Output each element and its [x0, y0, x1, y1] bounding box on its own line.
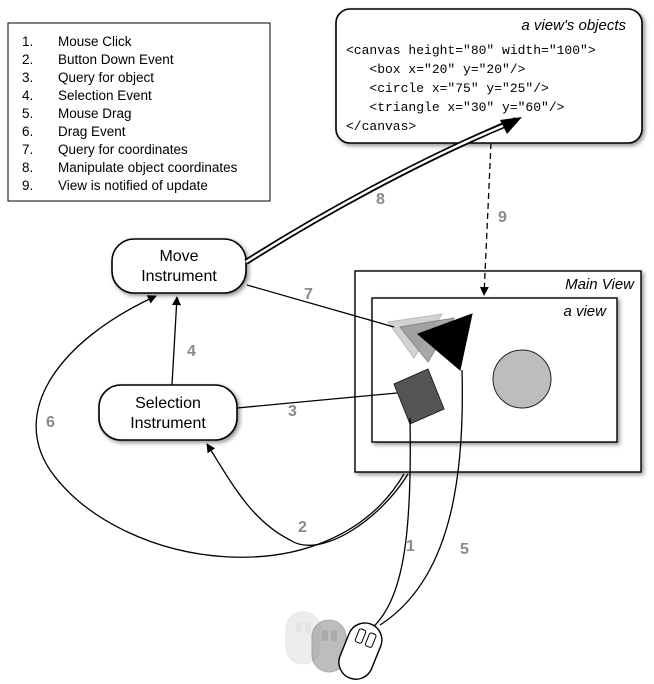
step-label-3: 3 — [288, 403, 297, 420]
legend-label: Mouse Drag — [58, 106, 132, 121]
triangle-shape[interactable] — [417, 313, 473, 371]
objects-panel-title: a view's objects — [521, 17, 626, 34]
legend-label: Mouse Click — [58, 34, 132, 49]
legend-num: 3. — [22, 70, 33, 85]
move-instrument[interactable]: Move Instrument — [111, 238, 247, 294]
step-label-1: 1 — [406, 538, 415, 555]
legend-num: 9. — [22, 178, 33, 193]
legend-item: 8. Manipulate object coordinates — [22, 160, 238, 175]
move-instrument-label: Move — [159, 248, 198, 265]
code-line: <circle x="75" y="25"/> — [346, 81, 549, 96]
legend: 1. Mouse Click 2. Button Down Event 3. Q… — [7, 22, 271, 202]
legend-item: 4. Selection Event — [22, 88, 152, 103]
main-view: Main View a view — [354, 270, 642, 473]
move-instrument-label: Instrument — [141, 268, 217, 285]
legend-item: 2. Button Down Event — [22, 52, 174, 67]
box-shape[interactable] — [393, 368, 445, 425]
line-1 — [369, 417, 411, 631]
legend-label: Query for coordinates — [58, 142, 188, 157]
legend-num: 1. — [22, 34, 33, 49]
legend-label: Button Down Event — [58, 52, 174, 67]
selection-instrument-label: Instrument — [130, 415, 206, 432]
main-view-title: Main View — [565, 276, 635, 293]
legend-num: 7. — [22, 142, 33, 157]
legend-num: 6. — [22, 124, 33, 139]
legend-item: 9. View is notified of update — [22, 178, 208, 193]
legend-label: Manipulate object coordinates — [58, 160, 238, 175]
legend-num: 5. — [22, 106, 33, 121]
line-3 — [236, 392, 398, 409]
arrow-2 — [206, 443, 409, 546]
inner-view-title: a view — [563, 303, 607, 320]
step-label-6: 6 — [46, 414, 55, 431]
legend-num: 8. — [22, 160, 33, 175]
line-5 — [379, 369, 463, 626]
legend-item: 3. Query for object — [22, 70, 154, 85]
code-line: <triangle x="30" y="60"/> — [346, 100, 565, 115]
circle-shape[interactable] — [492, 349, 552, 409]
step-label-8: 8 — [376, 191, 385, 208]
code-line: <canvas height="80" width="100"> — [346, 43, 596, 58]
selection-instrument-label: Selection — [135, 395, 201, 412]
legend-num: 4. — [22, 88, 33, 103]
code-line: <box x="20" y="20"/> — [346, 62, 526, 77]
objects-panel: a view's objects <canvas height="80" wid… — [335, 8, 643, 144]
line-7 — [246, 284, 395, 328]
legend-item: 6. Drag Event — [22, 124, 126, 139]
legend-item: 5. Mouse Drag — [22, 106, 132, 121]
arrow-4 — [171, 296, 182, 386]
selection-instrument[interactable]: Selection Instrument — [98, 384, 238, 441]
legend-label: Selection Event — [58, 88, 152, 103]
legend-label: Drag Event — [58, 124, 126, 139]
step-label-2: 2 — [298, 519, 307, 536]
arrow-9 — [479, 142, 492, 296]
step-label-9: 9 — [498, 209, 507, 226]
legend-num: 2. — [22, 52, 33, 67]
step-label-5: 5 — [460, 541, 469, 558]
mouse-icon[interactable] — [285, 611, 387, 684]
step-label-7: 7 — [304, 286, 313, 303]
step-label-4: 4 — [187, 343, 196, 360]
legend-label: View is notified of update — [58, 178, 208, 193]
legend-item: 7. Query for coordinates — [22, 142, 188, 157]
legend-item: 1. Mouse Click — [22, 34, 132, 49]
arrow-8 — [244, 117, 522, 265]
code-line: </canvas> — [346, 119, 416, 134]
legend-label: Query for object — [58, 70, 154, 85]
